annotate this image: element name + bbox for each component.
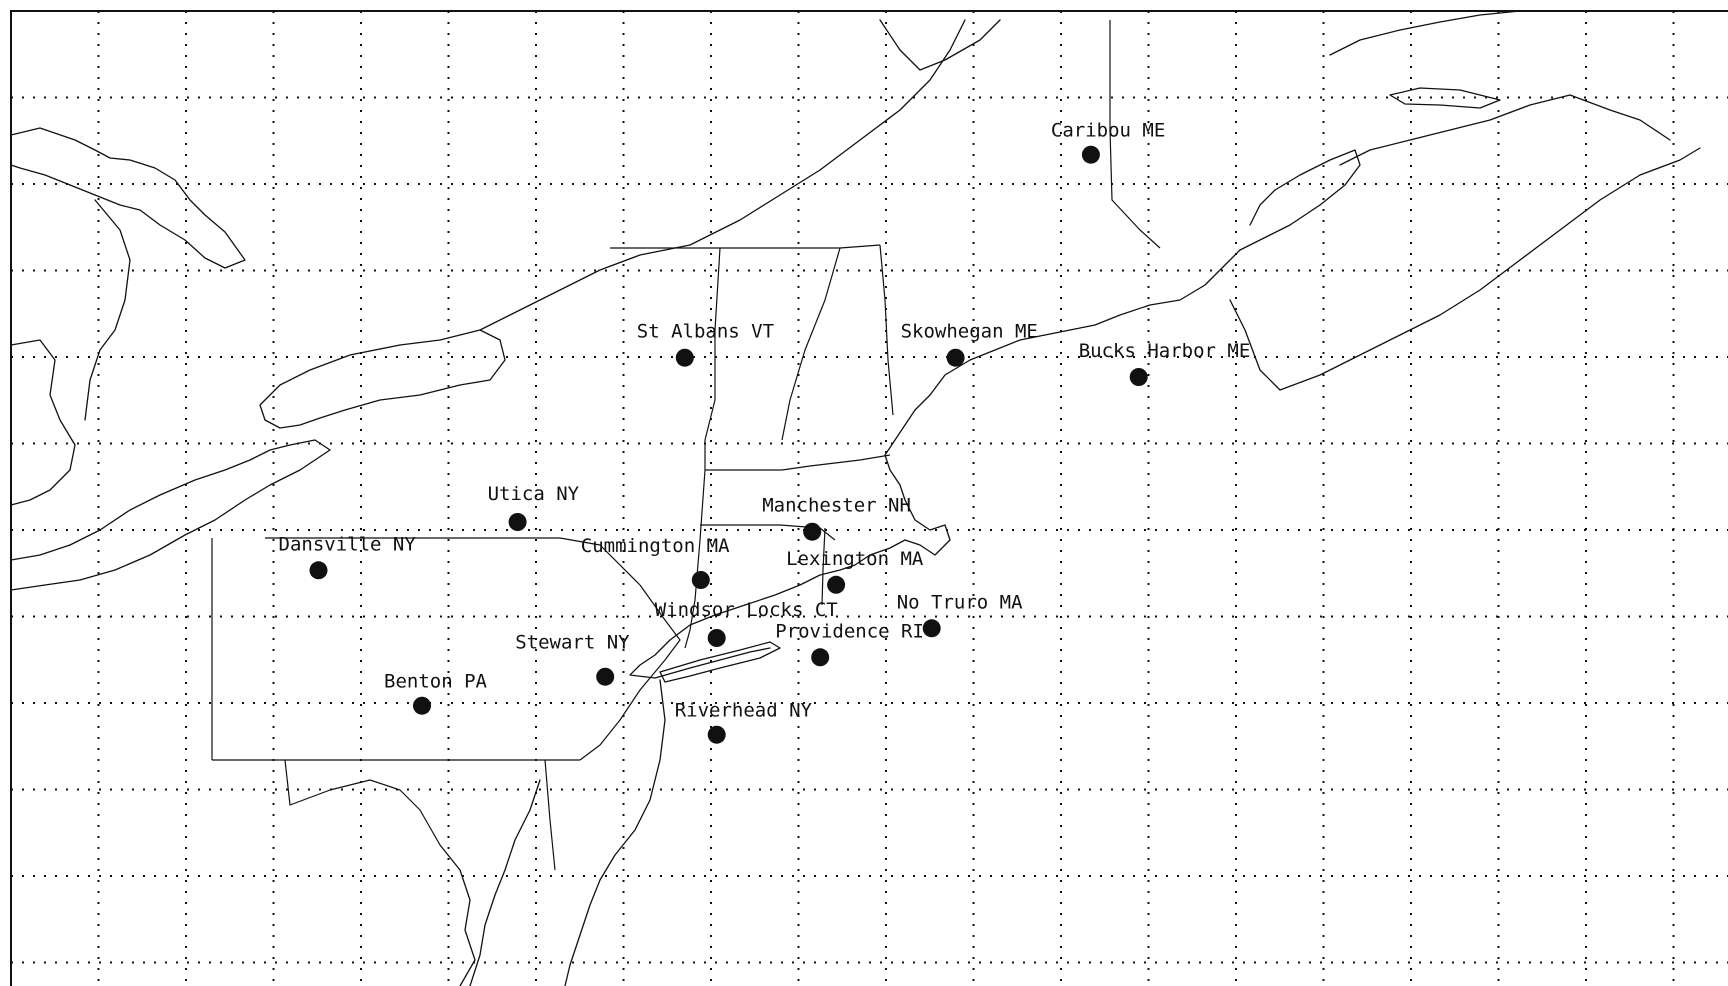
md-wv-border [284, 759, 441, 846]
st-lawrence-north [879, 19, 1001, 71]
station-dot [803, 522, 822, 541]
station-dot [309, 561, 328, 580]
station-label: Manchester NH [762, 495, 911, 517]
lake-huron-outline [10, 127, 246, 269]
lake-ontario-outline [259, 329, 506, 429]
vt-west-border [704, 247, 721, 470]
station-dot [922, 619, 941, 638]
chesapeake-bay [469, 779, 541, 986]
st-lawrence-river [479, 19, 966, 331]
station-dot [827, 575, 846, 594]
station-label: Benton PA [384, 671, 488, 693]
ma-north-border [705, 454, 891, 471]
station-dot [508, 513, 527, 531]
lake-erie-outline [10, 439, 331, 591]
coastlines [10, 10, 1701, 986]
station-dot [811, 648, 830, 667]
potomac [439, 844, 476, 986]
station-dot [413, 696, 431, 715]
nova-scotia [1229, 147, 1701, 391]
station-label: Caribou ME [1051, 120, 1165, 142]
station-label: Lexington MA [786, 548, 924, 570]
station-label: Stewart NY [515, 632, 630, 654]
gaspe [1329, 10, 1521, 56]
state-borders [211, 20, 1161, 871]
station-label: Windsor Locks CT [655, 599, 838, 621]
station-dot [1129, 368, 1148, 386]
station-dot [691, 571, 710, 589]
de-border [544, 759, 556, 871]
station-label: Providence RI [775, 620, 924, 642]
station-dot [675, 348, 694, 367]
station-label: Dansville NY [279, 533, 417, 555]
pei [1389, 87, 1501, 109]
ny-ct-border [684, 469, 706, 649]
station-markers: Caribou ME St Albans VT Skowhegan ME Bucks … [279, 120, 1251, 744]
me-nb-border [1109, 20, 1161, 249]
pa-nj-border [579, 584, 681, 761]
mid-atlantic-coast [564, 679, 666, 986]
vt-nh-border [781, 247, 841, 441]
station-label: Skowhegan ME [901, 321, 1038, 343]
pa-north-border [265, 537, 641, 586]
nova-scotia-north [1339, 94, 1671, 166]
station-label: Utica NY [488, 483, 580, 505]
station-label: Cummington MA [581, 535, 730, 557]
station-label: No Truro MA [897, 591, 1023, 613]
nh-me-border [879, 244, 894, 416]
station-dot [596, 667, 615, 686]
station-dot [946, 348, 965, 367]
station-dot [1081, 145, 1100, 164]
station-dot [707, 629, 726, 647]
dotted-grid [10, 10, 1728, 986]
station-label: St Albans VT [637, 321, 774, 343]
ct-ri-border [821, 527, 826, 606]
michigan-thumb [84, 199, 131, 421]
lake-huron-south [10, 339, 76, 506]
station-dot [707, 725, 726, 744]
bay-of-fundy [1239, 149, 1361, 251]
station-label: Riverhead NY [675, 700, 813, 722]
ma-south-border [700, 524, 836, 541]
new-england-coast [629, 249, 1241, 679]
station-label: Bucks Harbor ME [1079, 340, 1251, 362]
long-island [659, 641, 781, 683]
